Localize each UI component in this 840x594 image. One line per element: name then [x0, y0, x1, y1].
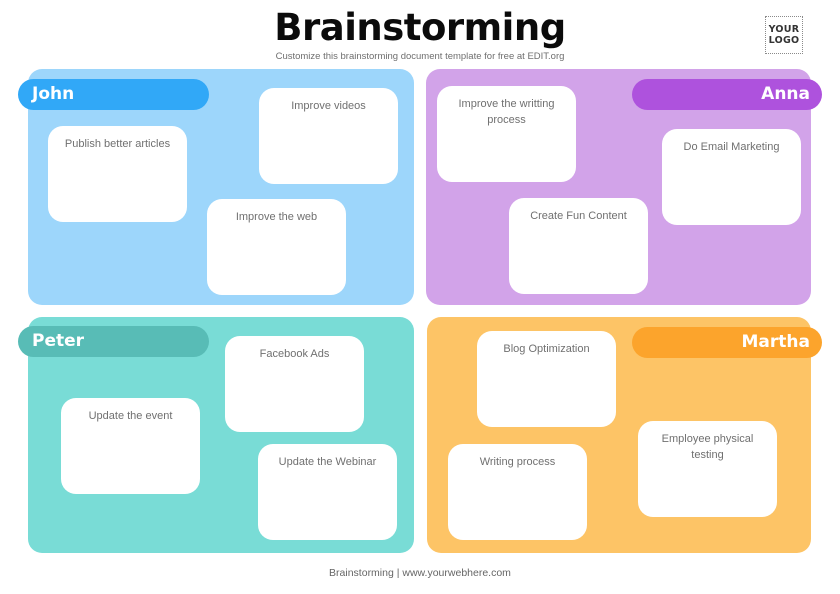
logo-line-1: YOUR — [768, 24, 800, 35]
idea-card[interactable]: Improve the web — [207, 199, 346, 295]
page-subtitle: Customize this brainstorming document te… — [275, 51, 565, 62]
idea-card[interactable]: Improve the writting process — [437, 86, 576, 182]
idea-card[interactable]: Publish better articles — [48, 126, 187, 222]
footer-text: Brainstorming | www.yourwebhere.com — [329, 567, 511, 579]
logo-placeholder[interactable]: YOUR LOGO — [765, 16, 803, 54]
idea-card[interactable]: Do Email Marketing — [662, 129, 801, 225]
idea-card[interactable]: Writing process — [448, 444, 587, 540]
logo-line-2: LOGO — [768, 35, 800, 46]
page-title: Brainstorming — [274, 6, 566, 49]
idea-card[interactable]: Improve videos — [259, 88, 398, 184]
name-pill-martha[interactable]: Martha — [632, 327, 822, 358]
idea-card[interactable]: Update the Webinar — [258, 444, 397, 540]
name-pill-john[interactable]: John — [18, 79, 209, 110]
name-pill-anna[interactable]: Anna — [632, 79, 822, 110]
idea-card[interactable]: Blog Optimization — [477, 331, 616, 427]
idea-card[interactable]: Facebook Ads — [225, 336, 364, 432]
idea-card[interactable]: Create Fun Content — [509, 198, 648, 294]
idea-card[interactable]: Update the event — [61, 398, 200, 494]
idea-card[interactable]: Employee physical testing — [638, 421, 777, 517]
name-pill-peter[interactable]: Peter — [18, 326, 209, 357]
